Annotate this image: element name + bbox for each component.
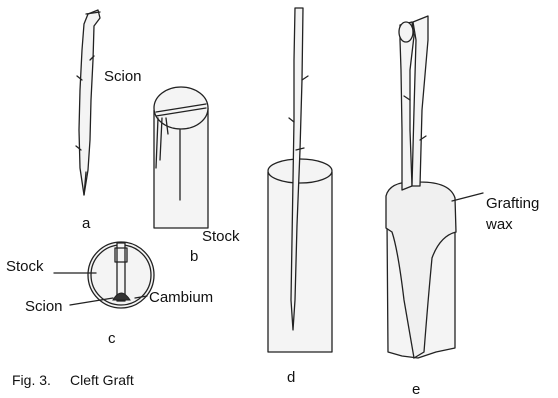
stock-label-c: Stock	[6, 258, 44, 275]
cross-section-c	[88, 242, 154, 308]
graft-drawing-e	[386, 16, 456, 358]
panel-letter-c: c	[108, 330, 116, 347]
scion-drawing-a	[76, 10, 100, 195]
scion-label-c: Scion	[25, 298, 63, 315]
stock-label-b: Stock	[202, 228, 240, 245]
grafting-wax-pointer	[452, 193, 483, 201]
figure-title: Cleft Graft	[70, 372, 134, 388]
panel-letter-b: b	[190, 248, 198, 265]
panel-letter-e: e	[412, 381, 420, 398]
stock-drawing-b	[154, 87, 208, 228]
graft-drawing-d	[268, 8, 332, 352]
panel-letter-d: d	[287, 369, 295, 386]
scion-label-a: Scion	[104, 68, 142, 85]
grafting-wax-label-line1: Grafting	[486, 195, 539, 212]
panel-letter-a: a	[82, 215, 91, 232]
grafting-wax-label-line2: wax	[485, 216, 513, 233]
figure-number: Fig. 3.	[12, 372, 51, 388]
cambium-label: Cambium	[149, 289, 213, 306]
